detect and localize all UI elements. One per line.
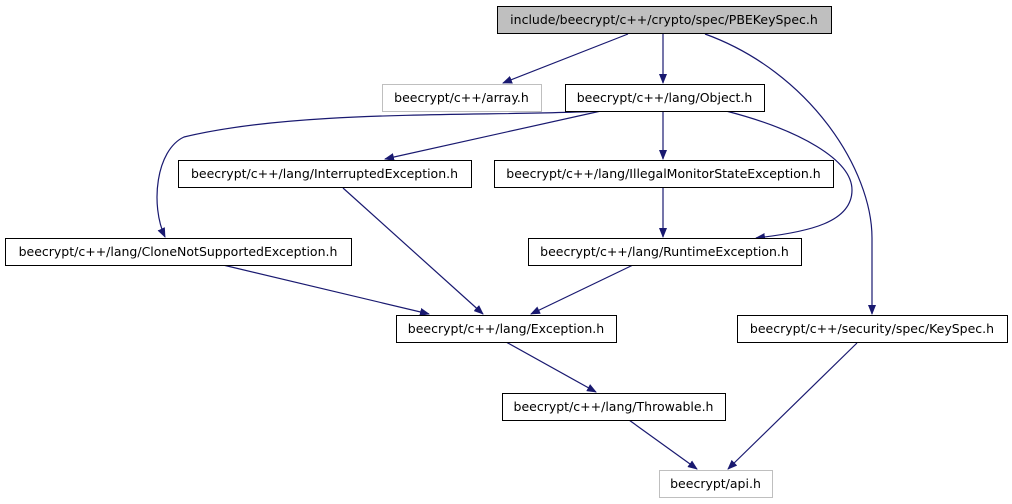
node-label: beecrypt/c++/security/spec/KeySpec.h bbox=[750, 321, 994, 336]
node-exception[interactable]: beecrypt/c++/lang/Exception.h bbox=[396, 315, 617, 343]
edge-object-to-clonenotsupported bbox=[156, 110, 605, 238]
node-illegalmonitor[interactable]: beecrypt/c++/lang/IllegalMonitorStateExc… bbox=[494, 160, 834, 188]
node-label: beecrypt/c++/lang/IllegalMonitorStateExc… bbox=[506, 166, 820, 181]
node-label: beecrypt/c++/lang/RuntimeException.h bbox=[540, 244, 789, 259]
node-keyspec[interactable]: beecrypt/c++/security/spec/KeySpec.h bbox=[737, 315, 1008, 343]
edge-clonenotsupported-to-exception bbox=[222, 264, 430, 316]
node-label: beecrypt/api.h bbox=[670, 476, 761, 491]
node-label: beecrypt/c++/lang/InterruptedException.h bbox=[191, 166, 458, 181]
edge-pbekeyspec-to-array bbox=[502, 33, 629, 84]
node-box bbox=[565, 84, 765, 112]
node-box bbox=[396, 315, 617, 343]
node-box bbox=[494, 160, 834, 188]
node-clonenotsupported[interactable]: beecrypt/c++/lang/CloneNotSupportedExcep… bbox=[5, 238, 352, 266]
edge-keyspec-to-api bbox=[727, 342, 858, 470]
edge-interrupted-to-exception bbox=[342, 187, 484, 315]
node-box bbox=[497, 6, 832, 34]
node-box bbox=[5, 238, 352, 266]
node-label: beecrypt/c++/lang/CloneNotSupportedExcep… bbox=[19, 244, 338, 259]
edge-throwable-to-api bbox=[628, 419, 698, 470]
node-box bbox=[737, 315, 1008, 343]
node-label: beecrypt/c++/lang/Object.h bbox=[577, 90, 753, 105]
node-box bbox=[502, 393, 726, 421]
edge-object-to-interrupted bbox=[384, 110, 602, 161]
node-box bbox=[528, 238, 802, 266]
node-label: beecrypt/c++/lang/Exception.h bbox=[408, 321, 604, 336]
node-box bbox=[178, 160, 472, 188]
edge-object-to-runtime bbox=[725, 110, 853, 241]
edge-exception-to-throwable bbox=[505, 341, 597, 393]
node-interrupted[interactable]: beecrypt/c++/lang/InterruptedException.h bbox=[178, 160, 472, 188]
node-label: include/beecrypt/c++/crypto/spec/PBEKeyS… bbox=[510, 12, 818, 27]
edge-pbekeyspec-to-keyspec bbox=[704, 33, 876, 315]
node-box bbox=[659, 470, 773, 498]
node-box bbox=[382, 84, 542, 112]
node-label: beecrypt/c++/array.h bbox=[394, 90, 529, 105]
nodes-layer: include/beecrypt/c++/crypto/spec/PBEKeyS… bbox=[5, 6, 1008, 498]
node-object[interactable]: beecrypt/c++/lang/Object.h bbox=[565, 84, 765, 112]
edge-runtime-to-exception bbox=[530, 264, 634, 315]
node-array[interactable]: beecrypt/c++/array.h bbox=[382, 84, 542, 112]
node-label: beecrypt/c++/lang/Throwable.h bbox=[514, 399, 714, 414]
node-api[interactable]: beecrypt/api.h bbox=[659, 470, 773, 498]
node-pbekeyspec[interactable]: include/beecrypt/c++/crypto/spec/PBEKeyS… bbox=[497, 6, 832, 34]
edges-layer bbox=[156, 33, 876, 470]
node-throwable[interactable]: beecrypt/c++/lang/Throwable.h bbox=[502, 393, 726, 421]
node-runtime[interactable]: beecrypt/c++/lang/RuntimeException.h bbox=[528, 238, 802, 266]
